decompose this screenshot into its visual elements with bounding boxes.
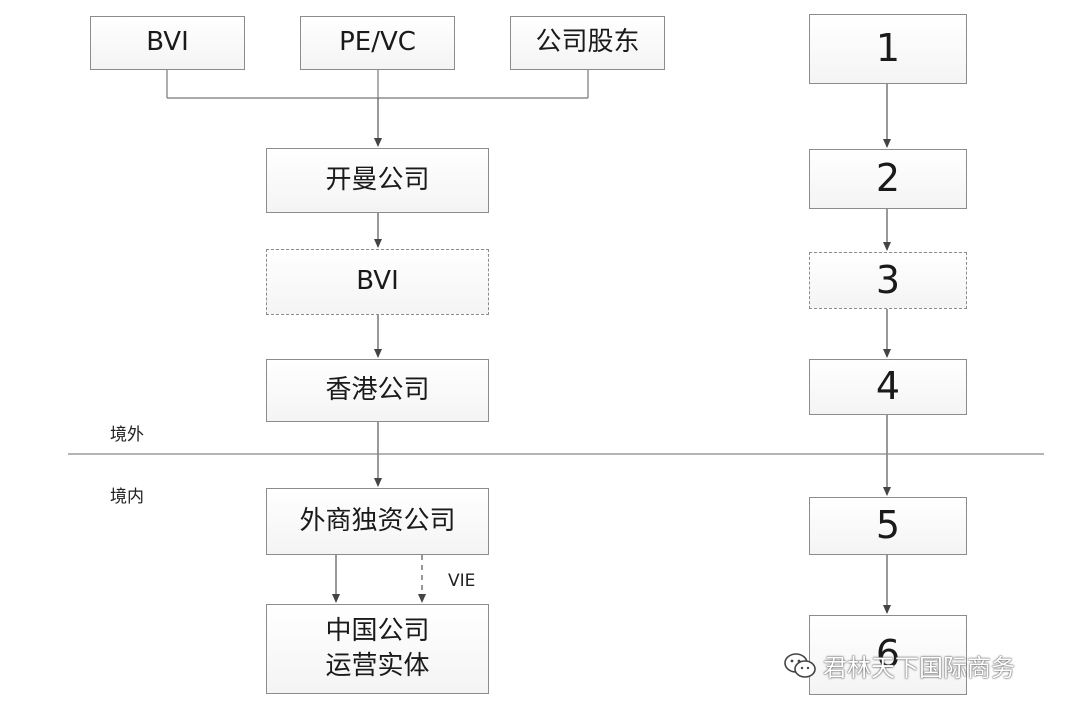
china-operating-entity-box: 中国公司 运营实体 [266,604,489,694]
hongkong-company-box: 香港公司 [266,359,489,422]
china-entity-line2: 运营实体 [325,651,430,681]
offshore-label: 境外 [110,425,144,445]
step-box-3: 3 [809,252,967,309]
step-box-4: 4 [809,359,967,415]
china-entity-line1: 中国公司 [325,615,430,646]
watermark-text: 君林天下国际商务 [823,654,1015,682]
source-pevc-box: PE/VC [300,16,455,70]
step-number-5: 5 [875,503,901,548]
onshore-label: 境内 [110,487,144,507]
step-number-2: 2 [875,156,901,201]
vie-label: VIE [448,571,476,591]
cayman-company-label: 开曼公司 [325,164,430,195]
hongkong-company-label: 香港公司 [325,374,430,405]
bvi-box: BVI [266,249,489,315]
step-box-5: 5 [809,497,967,555]
source-shareholders-box: 公司股东 [510,16,665,70]
wechat-icon [783,652,817,680]
source-bvi-label: BVI [146,27,189,58]
source-bvi-box: BVI [90,16,245,70]
step-number-4: 4 [875,364,901,409]
step-number-6: 6 [875,632,901,677]
source-shareholders-label: 公司股东 [535,27,640,58]
step-box-2: 2 [809,149,967,209]
cayman-company-box: 开曼公司 [266,148,489,213]
merge-connector [166,70,589,99]
step-number-1: 1 [875,26,901,71]
source-pevc-label: PE/VC [339,27,416,58]
watermark: 君林天下国际商务 [783,648,1015,683]
step-box-6: 6 [809,615,967,695]
chain-arrows [332,98,426,603]
wfoe-label: 外商独资公司 [299,505,456,536]
step-box-1: 1 [809,14,967,84]
wfoe-box: 外商独资公司 [266,488,489,555]
bvi-label: BVI [356,266,399,297]
step-number-3: 3 [875,257,901,302]
